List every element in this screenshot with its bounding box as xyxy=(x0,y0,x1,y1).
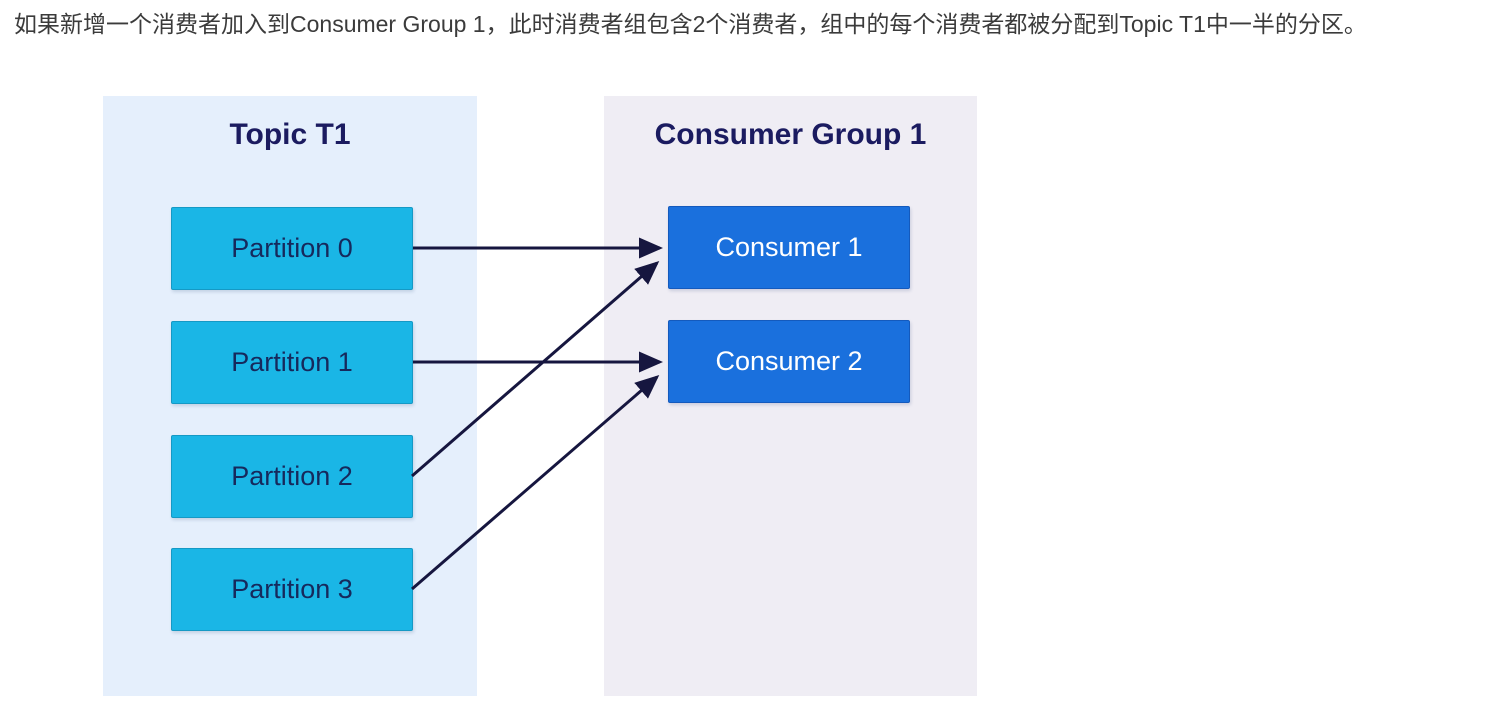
consumer-group-title: Consumer Group 1 xyxy=(654,118,927,151)
consumer-1-box: Consumer 1 xyxy=(668,206,910,289)
partition-3-box: Partition 3 xyxy=(171,548,413,631)
partition-0-box: Partition 0 xyxy=(171,207,413,290)
partition-2-box: Partition 2 xyxy=(171,435,413,518)
partition-1-box: Partition 1 xyxy=(171,321,413,404)
consumer-group-panel: Consumer Group 1 Consumer 1 Consumer 2 xyxy=(604,96,977,696)
topic-panel-title: Topic T1 xyxy=(229,118,351,151)
topic-panel: Topic T1 Partition 0 Partition 1 Partiti… xyxy=(103,96,477,696)
description-text: 如果新增一个消费者加入到Consumer Group 1，此时消费者组包含2个消… xyxy=(14,11,1367,37)
consumer-2-box: Consumer 2 xyxy=(668,320,910,403)
